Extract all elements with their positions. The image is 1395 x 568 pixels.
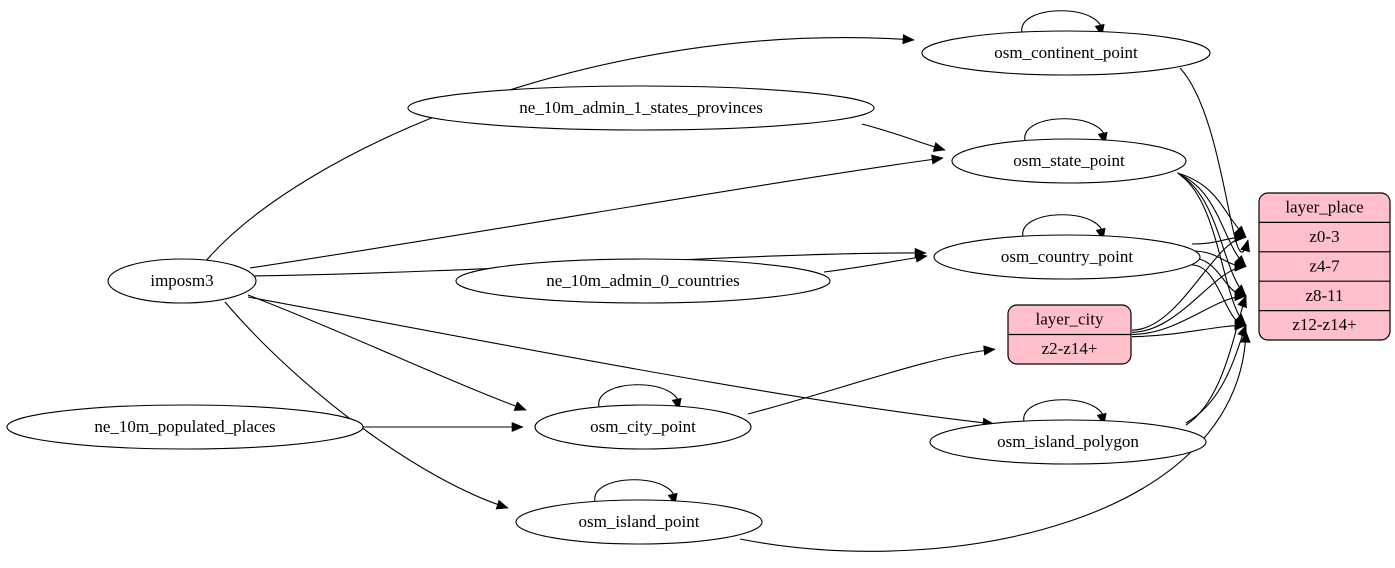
edge-imposm3-islandpoint-path <box>224 301 509 509</box>
node-layer_city[interactable]: layer_city z2-z14+ <box>1007 304 1132 365</box>
edge-nepop-city-arrow <box>511 421 524 433</box>
node-label-osm_continent_point: osm_continent_point <box>994 43 1138 62</box>
edge-ne0-country-path <box>823 255 928 273</box>
node-label-imposm3: imposm3 <box>150 271 213 290</box>
edge-imposm3-continent <box>204 34 915 263</box>
node-osm_continent_point[interactable]: osm_continent_point <box>921 30 1211 76</box>
node-label-osm_state_point: osm_state_point <box>1013 151 1125 170</box>
edge-imposm3-state <box>249 154 944 269</box>
record-row-layer_place-1: z0-3 <box>1309 227 1339 246</box>
edge-imposm3-state-arrow <box>931 154 944 165</box>
edge-islandpoly-lp3-arrow <box>1237 295 1247 309</box>
node-label-osm_city_point: osm_city_point <box>590 417 696 436</box>
edge-lc-lp3 <box>1131 290 1247 336</box>
edge-city-lc-arrow <box>983 345 996 356</box>
record-row-layer_place-4: z12-z14+ <box>1292 315 1356 334</box>
edge-ne0-country <box>823 252 928 273</box>
node-shape-osm_country_point[interactable] <box>933 234 1201 280</box>
node-osm_island_point[interactable]: osm_island_point <box>515 499 763 545</box>
edge-state-lp3-path <box>1179 174 1247 297</box>
node-ne_10m_admin_0_countries[interactable]: ne_10m_admin_0_countries <box>455 258 831 304</box>
edge-imposm3-islandpoint-arrow <box>495 499 509 510</box>
node-shape-imposm3[interactable] <box>107 258 257 304</box>
node-label-osm_island_polygon: osm_island_polygon <box>997 432 1139 451</box>
node-osm_city_point[interactable]: osm_city_point <box>534 404 752 450</box>
node-osm_state_point[interactable]: osm_state_point <box>951 138 1187 184</box>
edge-continent-lp1 <box>1179 67 1250 253</box>
node-label-osm_island_point: osm_island_point <box>579 512 700 531</box>
node-shape-osm_continent_point[interactable] <box>921 30 1211 76</box>
edge-imposm3-state-path <box>249 157 944 269</box>
node-shape-ne_10m_admin_0_countries[interactable] <box>455 258 831 304</box>
edge-islandpoly-lp4 <box>1185 324 1247 424</box>
edge-ne1-state-path <box>861 123 946 151</box>
edge-islandpoint-lp4 <box>739 330 1251 552</box>
edge-lc-lp3-path <box>1131 295 1247 336</box>
node-label-ne_10m_admin_0_countries: ne_10m_admin_0_countries <box>546 271 740 290</box>
edge-imposm3-city <box>247 294 527 411</box>
node-osm_island_polygon[interactable]: osm_island_polygon <box>929 419 1207 465</box>
record-row-layer_city-0: layer_city <box>1036 310 1104 329</box>
edge-continent-lp1-path <box>1179 67 1249 253</box>
edge-imposm3-city-path <box>247 294 527 411</box>
edge-lc-lp3-arrow <box>1234 290 1247 301</box>
edge-lc-lp2-arrow <box>1234 261 1247 272</box>
node-shape-osm_city_point[interactable] <box>534 404 752 450</box>
node-layer_place[interactable]: layer_place z0-3 z4-7 z8-11 z12-z14+ <box>1258 192 1391 341</box>
nodes-group: imposm3 ne_10m_admin_1_states_provincesne… <box>6 30 1391 545</box>
record-row-layer_place-3: z8-11 <box>1305 286 1343 305</box>
node-shape-osm_state_point[interactable] <box>951 138 1187 184</box>
edge-state-lp4-path <box>1180 175 1247 326</box>
record-row-layer_place-0: layer_place <box>1285 198 1363 217</box>
edge-lc-lp2 <box>1131 261 1247 333</box>
node-osm_country_point[interactable]: osm_country_point <box>933 234 1201 280</box>
edge-imposm3-islandpoint <box>224 301 509 510</box>
node-shape-ne_10m_populated_places[interactable] <box>6 404 364 450</box>
edge-ne1-state-arrow <box>932 142 946 152</box>
edge-city-lc <box>747 345 996 415</box>
edge-ne1-state <box>861 123 946 152</box>
edge-islandpoint-lp4-arrow <box>1240 330 1251 343</box>
node-imposm3[interactable]: imposm3 <box>107 258 257 304</box>
edge-ne0-country-arrow <box>915 252 928 263</box>
edge-islandpoly-lp4-path <box>1185 325 1247 424</box>
node-label-ne_10m_admin_1_states_provinces: ne_10m_admin_1_states_provinces <box>519 98 763 117</box>
edge-lc-lp4 <box>1131 320 1247 338</box>
node-shape-osm_island_polygon[interactable] <box>929 419 1207 465</box>
edge-nepop-city <box>363 421 524 433</box>
node-label-ne_10m_populated_places: ne_10m_populated_places <box>94 417 275 436</box>
record-row-layer_place-2: z4-7 <box>1309 256 1340 275</box>
edge-islandpoint-lp4-path <box>739 331 1247 552</box>
edge-lc-lp4-path <box>1131 324 1247 338</box>
node-ne_10m_admin_1_states_provinces[interactable]: ne_10m_admin_1_states_provinces <box>407 85 875 131</box>
edge-lc-lp1-arrow <box>1234 232 1247 243</box>
edge-imposm3-continent-arrow <box>902 34 915 45</box>
edge-state-lp2-path <box>1178 173 1247 267</box>
edge-imposm3-city-arrow <box>513 401 527 411</box>
edge-lc-lp1 <box>1131 232 1247 331</box>
edge-imposm3-continent-path <box>204 37 915 263</box>
node-shape-osm_island_point[interactable] <box>515 499 763 545</box>
node-shape-ne_10m_admin_1_states_provinces[interactable] <box>407 85 875 131</box>
edge-continent-lp1-arrow <box>1240 239 1250 253</box>
record-box-layer_place[interactable] <box>1258 192 1391 341</box>
node-label-osm_country_point: osm_country_point <box>1001 247 1133 266</box>
edge-imposm3-islandpoly-path <box>247 296 995 425</box>
record-row-layer_city-1: z2-z14+ <box>1042 339 1098 358</box>
node-ne_10m_populated_places[interactable]: ne_10m_populated_places <box>6 404 364 450</box>
edge-city-lc-path <box>747 348 996 415</box>
edges-group <box>204 10 1251 552</box>
